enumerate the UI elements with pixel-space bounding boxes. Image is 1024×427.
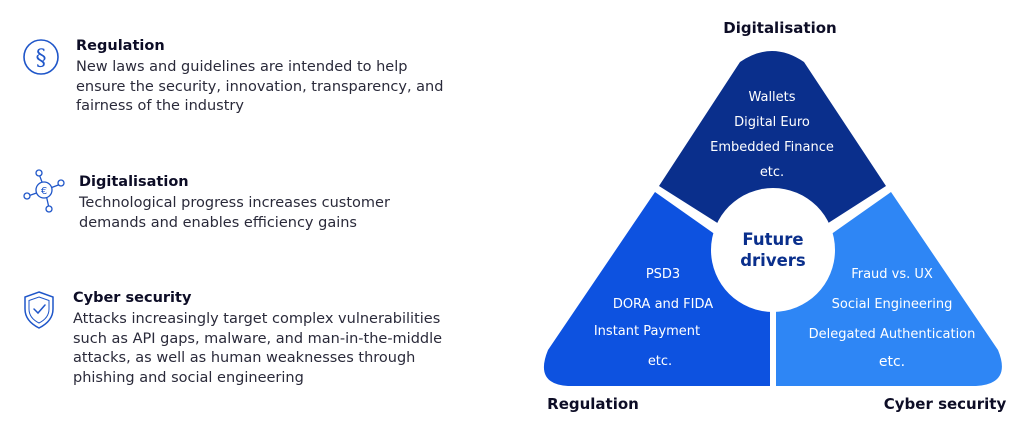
segment-item: Social Engineering	[832, 297, 953, 312]
segment-item: Delegated Authentication	[809, 327, 976, 342]
cyber-security-description: Attacks increasingly target complex vuln…	[73, 310, 513, 388]
desc-line: Technological progress increases custome…	[79, 195, 390, 211]
regulation-title: Regulation	[76, 38, 165, 54]
segment-item: Wallets	[748, 90, 795, 105]
desc-line: fairness of the industry	[76, 98, 244, 114]
segment-item: Digital Euro	[734, 115, 810, 130]
center-label-line2: drivers	[740, 251, 806, 270]
digitalisation-description: Technological progress increases custome…	[79, 194, 499, 233]
top-corner-label: Digitalisation	[723, 19, 836, 37]
regulation-description: New laws and guidelines are intended to …	[76, 58, 506, 117]
desc-line: such as API gaps, malware, and man-in-th…	[73, 330, 443, 347]
right-corner-label: Cyber security	[884, 395, 1007, 413]
segment-item: etc.	[648, 354, 672, 369]
paragraph-icon: §	[22, 38, 60, 80]
segment-item: etc.	[760, 165, 784, 180]
center-label-line1: Future	[742, 230, 803, 249]
desc-line: phishing and social engineering	[73, 369, 304, 386]
svg-text:€: €	[41, 186, 47, 197]
cyber-security-title: Cyber security	[73, 290, 192, 306]
desc-line: ensure the security, innovation, transpa…	[76, 78, 444, 95]
segment-item: etc.	[879, 354, 905, 370]
svg-text:§: §	[36, 46, 47, 71]
digitalisation-title: Digitalisation	[79, 174, 189, 190]
digitalisation-segment	[659, 51, 886, 236]
segment-item: PSD3	[646, 267, 680, 282]
desc-line: attacks, as well as human weaknesses thr…	[73, 350, 416, 366]
desc-line: Attacks increasingly target complex vuln…	[73, 311, 441, 327]
segment-item: Embedded Finance	[710, 140, 834, 155]
center-circle	[711, 188, 835, 312]
digital-euro-network-icon: €	[22, 168, 68, 218]
desc-line: New laws and guidelines are intended to …	[76, 59, 408, 75]
left-corner-label: Regulation	[547, 395, 639, 413]
desc-line: demands and enables efficiency gains	[79, 214, 357, 231]
shield-check-icon	[22, 290, 58, 336]
segment-item: Fraud vs. UX	[851, 267, 933, 282]
segment-item: DORA and FIDA	[613, 297, 713, 312]
segment-item: Instant Payment	[594, 324, 700, 339]
